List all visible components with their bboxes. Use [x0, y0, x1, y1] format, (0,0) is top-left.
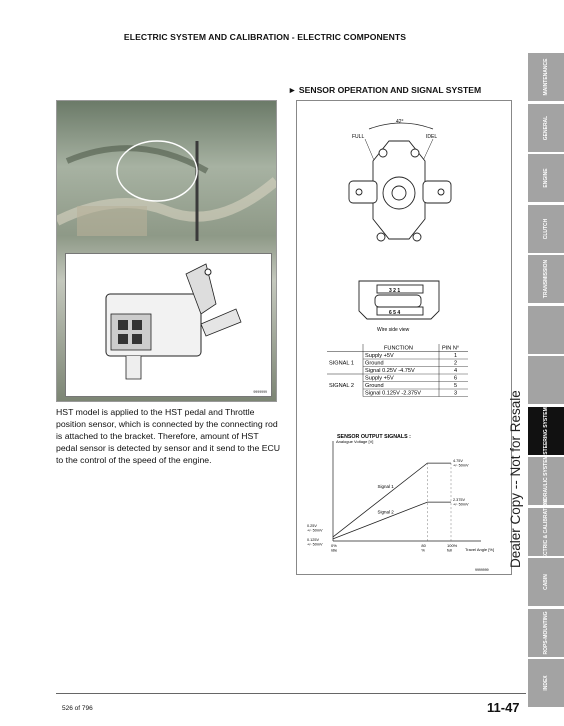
- x-tick-label: 100%full: [447, 543, 458, 553]
- pin-function-cell: Ground: [365, 361, 384, 367]
- chapter-tab[interactable]: GENERAL: [528, 103, 564, 152]
- chapter-tab-label: CLUTCH: [543, 218, 549, 239]
- pin-function-cell: Signal 0.25V -4.75V: [365, 368, 415, 374]
- chapter-tab[interactable]: STEERING SYSTEM: [528, 406, 564, 455]
- chapter-tab-label: STEERING SYSTEM: [543, 406, 549, 455]
- body-paragraph: HST model is applied to the HST pedal an…: [56, 407, 281, 465]
- sensor-closeup-inset: 9999999: [65, 253, 272, 397]
- chapter-tab-label: TRANSMISSION: [543, 259, 549, 299]
- chapter-tab-label: ROPS-MOUNTING: [543, 610, 549, 655]
- pin-number-cell: 5: [454, 383, 457, 389]
- series-line-1: [332, 462, 451, 538]
- pin-function-cell: Supply +5V: [365, 376, 394, 382]
- x-tick-label: 80%: [421, 543, 426, 553]
- x-tick-label: 0%idle: [331, 543, 338, 553]
- chapter-tab[interactable]: INDEX: [528, 659, 564, 707]
- pin-number-cell: 2: [454, 361, 457, 367]
- pin-group-label: SIGNAL 2: [329, 383, 354, 389]
- chapter-tab[interactable]: ENGINE: [528, 154, 564, 202]
- chapter-tab-label: GENERAL: [543, 115, 549, 140]
- page-header-title: ELECTRIC SYSTEM AND CALIBRATION - ELECTR…: [123, 32, 407, 42]
- pin-function-cell: Signal 0.125V -2.375V: [365, 391, 421, 397]
- pins-top-label: 3 2 1: [389, 288, 400, 294]
- page-count: 526 of 796: [62, 705, 93, 712]
- sensor-body-drawing: [348, 140, 452, 242]
- pin-function-cell: Supply +5V: [365, 353, 394, 359]
- chapter-tab[interactable]: CLUTCH: [528, 204, 564, 253]
- series-label: Signal 2: [377, 510, 394, 515]
- pin-number-cell: 6: [454, 376, 457, 382]
- footer-rule: [56, 693, 526, 694]
- page-number: 11-47: [487, 700, 520, 715]
- section-title: ► SENSOR OPERATION AND SIGNAL SYSTEM: [288, 85, 482, 95]
- chapter-tab[interactable]: HYDRAULIC SYSTEM: [528, 455, 564, 507]
- chapter-tab[interactable]: [528, 356, 564, 404]
- sensor-drawing: [105, 263, 242, 380]
- y-annotation: 0.25V+/- 50mV: [307, 524, 323, 533]
- x-axis-label: Travel Angle [%]: [465, 547, 494, 552]
- series-label: Signal 1: [377, 484, 394, 489]
- chapter-tab-label: CABIN: [543, 574, 549, 590]
- y-axis-label: Analogue Voltage [V]: [336, 439, 373, 444]
- engine-bay-photo: [57, 140, 276, 241]
- pin-number-cell: 3: [454, 391, 457, 397]
- output-signal-chart: Analogue Voltage [V] Travel Angle [%] Sign…: [307, 439, 494, 553]
- pin-table-header: FUNCTION: [384, 346, 413, 352]
- chapter-tab[interactable]: [528, 305, 564, 354]
- pin-number-cell: 1: [454, 353, 457, 359]
- chart-title: SENSOR OUTPUT SIGNALS :: [337, 434, 411, 440]
- connector-drawing: [358, 280, 440, 320]
- pin-function-cell: Ground: [365, 383, 384, 389]
- diagram-code: 9999999: [475, 568, 489, 572]
- chapter-tab[interactable]: ELECTRIC & CALIBRATION: [528, 499, 564, 564]
- y-annotation: 0.125V+/- 50mV: [307, 538, 323, 547]
- angle-label: 42°: [396, 119, 404, 125]
- series-line-2: [332, 501, 451, 540]
- chapter-tab-label: ELECTRIC & CALIBRATION: [543, 498, 549, 565]
- chapter-tab-label: INDEX: [543, 675, 549, 691]
- pin-table-header: PIN N°: [442, 346, 459, 352]
- chapter-tab[interactable]: TRANSMISSION: [528, 255, 564, 303]
- chapter-tab-label: MAINTENANCE: [543, 58, 549, 96]
- pin-group-label: SIGNAL 1: [329, 361, 354, 367]
- y-annotation: 2.375V+/- 50mV: [453, 498, 469, 507]
- full-label: FULL: [352, 134, 364, 140]
- pins-bottom-label: 6 5 4: [389, 310, 400, 316]
- sensor-diagram: 42° FULL IDEL 3 2 1 6 5 4 Wire: [307, 119, 494, 572]
- chapter-tab[interactable]: ROPS-MOUNTING: [528, 608, 564, 657]
- sensor-photo: 9999999: [56, 100, 277, 402]
- chapter-tab[interactable]: MAINTENANCE: [528, 53, 564, 101]
- pin-number-cell: 4: [454, 368, 457, 374]
- chapter-tab[interactable]: CABIN: [528, 558, 564, 606]
- chapter-tab-label: ENGINE: [543, 168, 549, 188]
- photo-code: 9999999: [253, 390, 267, 394]
- idle-label: IDEL: [426, 134, 437, 140]
- sensor-diagram-box: 42° FULL IDEL 3 2 1 6 5 4 Wire: [296, 100, 512, 575]
- watermark-text: Dealer Copy -- Not for Resale: [508, 390, 523, 568]
- connector-caption: Wire side view: [377, 327, 410, 333]
- y-annotation: 4.75V+/- 50mV: [453, 459, 469, 468]
